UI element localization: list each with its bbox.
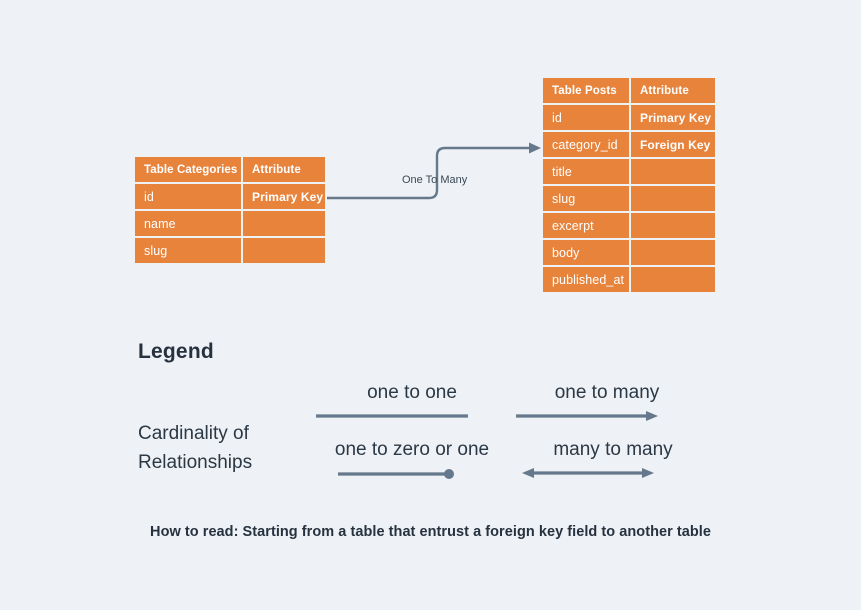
- line-arrow-both-icon: [522, 468, 654, 478]
- table-row: slug: [135, 238, 325, 263]
- field-attribute-cell: [631, 186, 715, 211]
- plain-line-icon: [316, 414, 468, 418]
- table-header-row: Table Categories Attribute: [135, 157, 325, 182]
- how-to-read-caption: How to read: Starting from a table that …: [150, 524, 711, 540]
- entity-table-posts[interactable]: Table Posts Attribute id Primary Key cat…: [543, 78, 715, 292]
- legend-item-one-to-one: one to one: [312, 382, 512, 422]
- table-row: body: [543, 240, 715, 265]
- table-row: slug: [543, 186, 715, 211]
- legend-item-label: many to many: [553, 439, 673, 460]
- field-attribute-cell: Foreign Key: [631, 132, 715, 157]
- attribute-header-cell: Attribute: [631, 78, 715, 103]
- table-row: id Primary Key: [543, 105, 715, 130]
- field-name-cell: id: [135, 184, 241, 209]
- table-row: title: [543, 159, 715, 184]
- legend-subtitle: Cardinality of Relationships: [138, 423, 253, 473]
- field-name-cell: slug: [543, 186, 629, 211]
- line-dot-right-icon: [338, 469, 454, 479]
- connector-arrowhead-icon: [529, 142, 541, 154]
- table-row: category_id Foreign Key: [543, 132, 715, 157]
- field-attribute-cell: [243, 211, 325, 236]
- field-name-cell: title: [543, 159, 629, 184]
- table-row: name: [135, 211, 325, 236]
- field-attribute-cell: Primary Key: [243, 184, 325, 209]
- field-attribute-cell: [243, 238, 325, 263]
- field-attribute-cell: [631, 159, 715, 184]
- table-row: published_at: [543, 267, 715, 292]
- field-attribute-cell: Primary Key: [631, 105, 715, 130]
- field-name-cell: id: [543, 105, 629, 130]
- legend-item-label: one to one: [367, 382, 457, 403]
- field-attribute-cell: [631, 213, 715, 238]
- attribute-header-cell: Attribute: [243, 157, 325, 182]
- field-attribute-cell: [631, 240, 715, 265]
- legend-item-label: one to many: [554, 382, 660, 403]
- connector-path-one-to-many: [327, 146, 531, 200]
- field-name-cell: name: [135, 211, 241, 236]
- line-arrow-right-icon: [516, 411, 658, 421]
- field-name-cell: category_id: [543, 132, 629, 157]
- table-title-cell: Table Posts: [543, 78, 629, 103]
- legend-title: Legend: [138, 340, 214, 363]
- field-name-cell: slug: [135, 238, 241, 263]
- legend-item-label: one to zero or one: [334, 439, 490, 460]
- field-name-cell: excerpt: [543, 213, 629, 238]
- relationship-label: One To Many: [402, 174, 468, 186]
- field-name-cell: published_at: [543, 267, 629, 292]
- table-row: id Primary Key: [135, 184, 325, 209]
- legend-item-one-to-zero-or-one: one to zero or one: [306, 439, 518, 481]
- table-title-cell: Table Categories: [135, 157, 241, 182]
- entity-table-categories[interactable]: Table Categories Attribute id Primary Ke…: [135, 157, 325, 263]
- field-attribute-cell: [631, 267, 715, 292]
- legend-item-many-to-many: many to many: [518, 439, 708, 479]
- table-header-row: Table Posts Attribute: [543, 78, 715, 103]
- table-row: excerpt: [543, 213, 715, 238]
- field-name-cell: body: [543, 240, 629, 265]
- legend-item-one-to-many: one to many: [512, 382, 702, 422]
